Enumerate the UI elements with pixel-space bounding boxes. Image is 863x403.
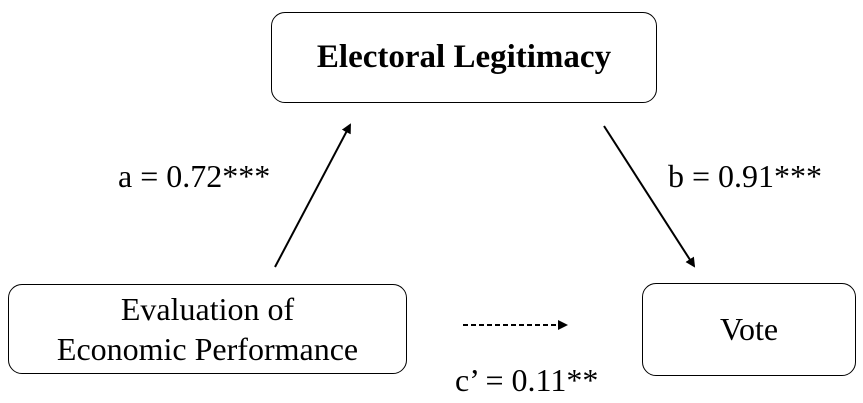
mediator-node: Electoral Legitimacy <box>271 12 657 103</box>
path-c-prime-coefficient: c’ = 0.11** <box>455 362 599 398</box>
mediator-label: Electoral Legitimacy <box>316 39 612 75</box>
path-a-coefficient: a = 0.72*** <box>118 158 271 194</box>
independent-variable-node: Evaluation of Economic Performance <box>8 284 407 374</box>
independent-label-line2: Economic Performance <box>56 331 359 367</box>
dependent-variable-node: Vote <box>642 283 856 376</box>
independent-label-line1: Evaluation of <box>120 291 295 327</box>
path-b-coefficient: b = 0.91*** <box>668 158 823 194</box>
path-a-arrow <box>274 123 351 268</box>
path-b-arrow <box>603 125 696 268</box>
dependent-label: Vote <box>719 311 779 347</box>
